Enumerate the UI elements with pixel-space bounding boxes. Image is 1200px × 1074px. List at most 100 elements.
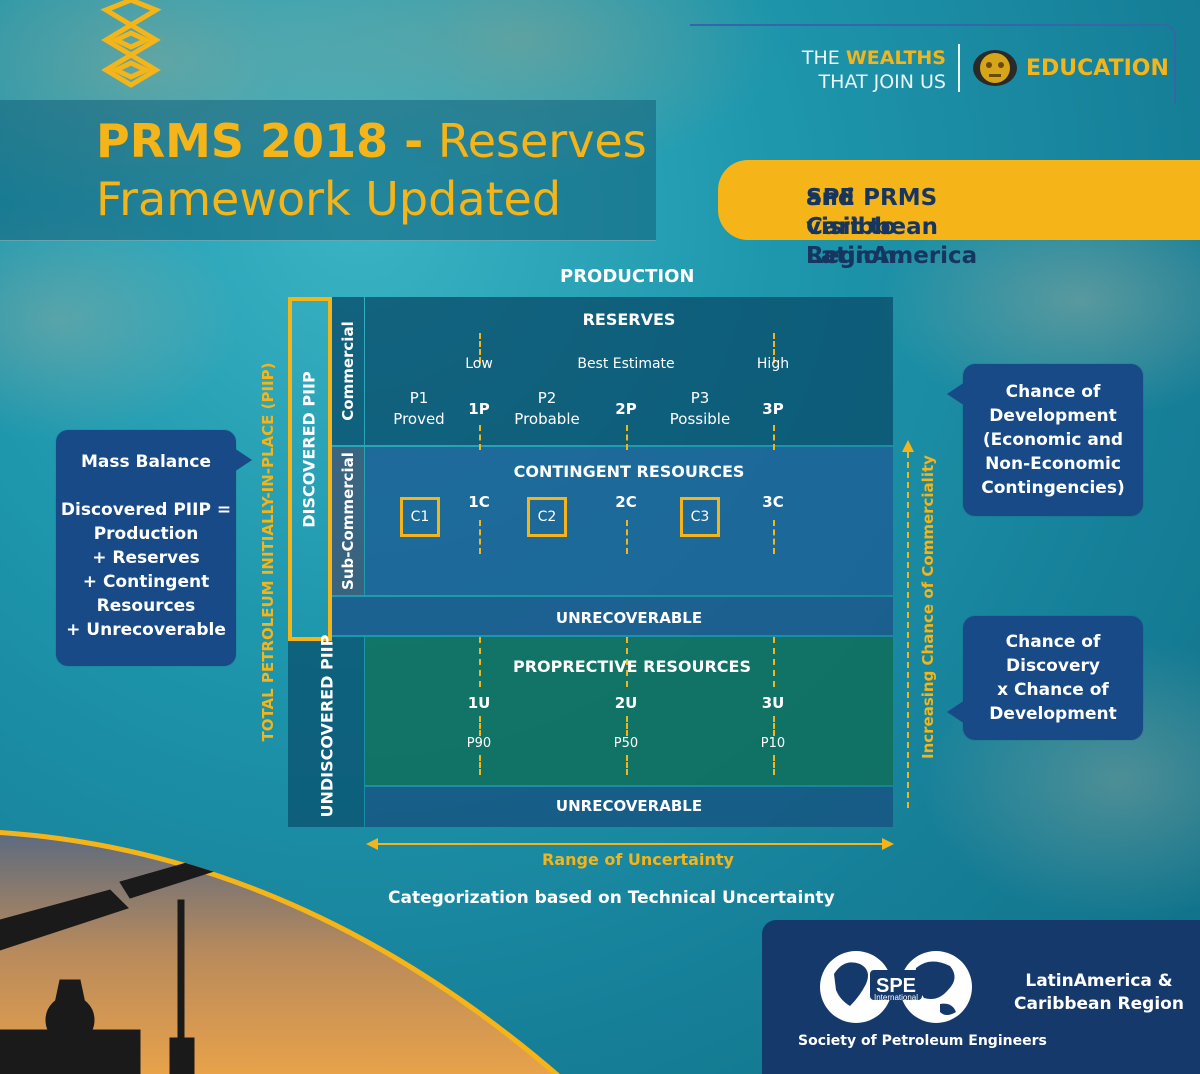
- 3p-label: 3P: [762, 400, 784, 418]
- chance-dev-line-3: (Economic and: [982, 430, 1124, 450]
- sub-commercial-cell: [332, 447, 364, 595]
- c2-box: C2: [527, 497, 567, 537]
- title-bold: PRMS 2018 -: [96, 114, 424, 168]
- mass-balance-line-6: + Unrecoverable: [66, 620, 226, 640]
- header-frame-line: [690, 24, 1176, 104]
- chance-dev-line-1: Chance of: [1005, 382, 1101, 402]
- undiscovered-cell: [288, 637, 364, 827]
- range-arrow-icon: [366, 838, 894, 850]
- chance-disc-line-1: Chance of: [1005, 632, 1101, 652]
- chance-development-box: Chance of Development (Economic and Non-…: [963, 364, 1143, 516]
- 2c-label: 2C: [615, 493, 637, 511]
- tagline: THE WEALTHS THAT JOIN US: [760, 46, 946, 94]
- title-rest: Reserves: [437, 114, 647, 168]
- contingent-title: CONTINGENT RESOURCES: [513, 462, 745, 481]
- categorization-label: Categorization based on Technical Uncert…: [388, 888, 835, 908]
- mass-balance-line-1: Discovered PIIP =: [60, 500, 232, 520]
- chance-dev-line-2: Development: [989, 406, 1117, 426]
- mass-balance-title: Mass Balance: [81, 452, 211, 472]
- p50-label: P50: [613, 736, 639, 751]
- spe-logo-text: SPE: [876, 975, 916, 997]
- latin-america-label: LatinAmerica & Caribbean Region: [1014, 970, 1184, 1016]
- u-dashed-3: [773, 637, 775, 687]
- header-divider: [958, 44, 960, 92]
- mass-balance-pointer-icon: [234, 448, 252, 472]
- p2-label: P2 Probable: [502, 388, 592, 430]
- unrecoverable-band-1: [332, 597, 893, 635]
- prospective-band: [365, 637, 893, 785]
- p3-label: P3 Possible: [655, 388, 745, 430]
- latin-america-line-1: LatinAmerica &: [1025, 971, 1173, 991]
- c-dashed-2: [626, 520, 628, 554]
- u-dashed-2c: [626, 755, 628, 775]
- 1p-label: 1P: [468, 400, 490, 418]
- chance-disc-line-2: Discovery: [1006, 656, 1100, 676]
- commercial-cell: [332, 297, 364, 445]
- commercial-label: Commercial: [339, 321, 357, 421]
- chance-discovery-box: Chance of Discovery x Chance of Developm…: [963, 616, 1143, 740]
- unrecoverable-band-2: [365, 787, 893, 827]
- 3u-label: 3U: [761, 694, 785, 712]
- p10-label: P10: [760, 736, 786, 751]
- proved-label: Proved: [393, 410, 445, 428]
- title-line-2: Framework Updated: [96, 172, 562, 226]
- increasing-chance-label: Increasing Chance of Commerciality: [919, 455, 937, 759]
- 1u-label: 1U: [467, 694, 491, 712]
- tagline-wealths: WEALTHS: [845, 47, 946, 69]
- c-dashed-1: [479, 520, 481, 554]
- production-label: PRODUCTION: [560, 266, 695, 287]
- p3-code: P3: [690, 389, 710, 407]
- p2-code: P2: [537, 389, 557, 407]
- reserves-band: [365, 297, 893, 445]
- title-line-1: PRMS 2018 - Reserves: [96, 114, 647, 168]
- sub-commercial-label: Sub-Commercial: [339, 452, 357, 590]
- u-dashed-1b: [479, 716, 481, 736]
- c-dashed-3: [773, 520, 775, 554]
- chance-disc-pointer-icon: [947, 700, 965, 724]
- reserves-title: RESERVES: [582, 310, 676, 329]
- total-piip-label: TOTAL PETROLEUM INITIALLY-IN-PLACE (PIIP…: [259, 362, 277, 742]
- possible-label: Possible: [669, 410, 731, 428]
- prospective-title: PROPRECTIVE RESOURCES: [513, 657, 751, 676]
- discovered-piip-label: DISCOVERED PIIP: [299, 371, 319, 528]
- best-estimate-label: Best Estimate: [577, 356, 675, 372]
- high-dashed-line-2: [773, 425, 775, 450]
- chance-disc-line-4: Development: [989, 704, 1117, 724]
- contingent-band: [365, 447, 893, 595]
- undiscovered-piip-label: UNDISCOVERED PIIP: [317, 634, 337, 818]
- best-dashed-line: [626, 425, 628, 450]
- 2p-label: 2P: [615, 400, 637, 418]
- chance-dev-pointer-icon: [947, 382, 965, 406]
- gold-mask-icon: [973, 50, 1017, 86]
- mass-balance-line-2: Production: [93, 524, 199, 544]
- andean-pattern-icon: [100, 0, 162, 88]
- low-label: Low: [465, 356, 493, 372]
- mass-balance-line-4: + Contingent: [82, 572, 210, 592]
- p1-code: P1: [409, 389, 429, 407]
- society-label: Society of Petroleum Engineers: [798, 1033, 1047, 1049]
- range-of-uncertainty-label: Range of Uncertainty: [542, 850, 734, 869]
- pumpjack-sunset-image: [0, 830, 560, 1074]
- visit-line-1: SPE PRMS visit to LatinAmerica: [806, 185, 978, 269]
- probable-label: Probable: [514, 410, 580, 428]
- increasing-arrow-icon: [902, 440, 914, 810]
- visit-banner: SPE PRMS visit to LatinAmerica and Carib…: [718, 160, 1200, 269]
- latin-america-line-2: Caribbean Region: [1014, 994, 1184, 1014]
- u-dashed-1c: [479, 755, 481, 775]
- spe-international-text: International: [874, 993, 918, 1002]
- 2u-label: 2U: [614, 694, 638, 712]
- unrecoverable-2-label: UNRECOVERABLE: [555, 797, 703, 815]
- chance-dev-line-5: Contingencies): [981, 478, 1125, 498]
- high-dashed-line: [773, 333, 775, 363]
- education-label: EDUCATION: [1026, 56, 1169, 81]
- c1-box: C1: [400, 497, 440, 537]
- spe-globe-logo-icon: SPE International: [820, 951, 972, 1023]
- mass-balance-box: Mass Balance Discovered PIIP = Productio…: [56, 430, 236, 666]
- u-dashed-3b: [773, 716, 775, 736]
- u-dashed-3c: [773, 755, 775, 775]
- visit-line-2: and Caribbean Region.: [806, 185, 939, 269]
- title-panel: [0, 100, 656, 241]
- unrecoverable-1-label: UNRECOVERABLE: [555, 609, 703, 627]
- chance-disc-line-3: x Chance of: [997, 680, 1109, 700]
- p1-label: P1 Proved: [379, 388, 459, 430]
